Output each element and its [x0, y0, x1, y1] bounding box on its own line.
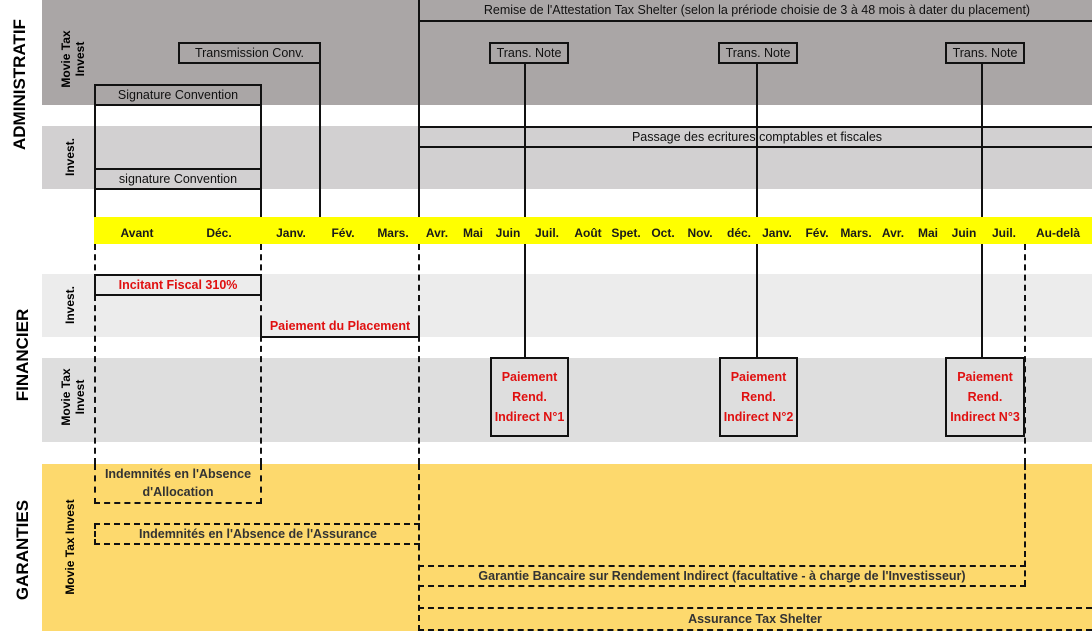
- paiement-rend-box-2: Paiement Rend. Indirect N°2: [719, 357, 798, 437]
- section-administratif: ADMINISTRATIF: [10, 19, 29, 150]
- trans-note-text: Trans. Note: [725, 46, 791, 60]
- signature-convention-inv-box: signature Convention: [94, 168, 262, 190]
- timeline-tick-label: Oct.: [651, 226, 675, 240]
- timeline-tick-label: Déc.: [206, 226, 232, 240]
- trans-note-text: Trans. Note: [496, 46, 562, 60]
- signature-line-right: [260, 104, 262, 217]
- rend-line-b: Rend.: [512, 390, 547, 404]
- timeline-tick-label: Mai: [462, 226, 483, 240]
- assurance-absence-text: Indemnités en l'Absence de l'Assurance: [139, 527, 377, 541]
- remise-attestation-text: Remise de l'Attestation Tax Shelter (sel…: [483, 3, 1031, 17]
- row-label-text: Movie Tax Invest: [59, 30, 87, 88]
- timeline-tick-label: déc.: [726, 226, 751, 240]
- rend-line-a: Paiement: [957, 370, 1013, 384]
- allocation-line-b: d'Allocation: [142, 485, 214, 499]
- row-label-text: Movie Tax Invest: [59, 368, 87, 426]
- timeline-tick-label: Au-delà: [1035, 226, 1080, 240]
- transmission-conv-box: Transmission Conv.: [178, 42, 321, 64]
- indemnites-allocation-box: Indemnités en l'Absence d'Allocation: [94, 464, 262, 504]
- section-financier: FINANCIER: [13, 308, 32, 402]
- rend-line-3: [981, 244, 983, 358]
- garantie-bancaire-box: Garantie Bancaire sur Rendement Indirect…: [418, 565, 1026, 587]
- signature-line-left: [94, 104, 96, 217]
- signature-convention-text: signature Convention: [118, 172, 238, 186]
- row-label-gar-movie: Movie Tax Invest: [63, 499, 77, 595]
- band-garanties: [42, 464, 1092, 631]
- row-label-fin-invest: Invest.: [63, 286, 77, 325]
- band-fin-invest: [42, 274, 1092, 337]
- timeline-tick-label: Juil.: [534, 226, 559, 240]
- timeline-tick-label: Mai: [917, 226, 938, 240]
- timeline-tick-label: Juin: [951, 226, 977, 240]
- dashed-line-juil-gar: [1024, 464, 1026, 586]
- timeline-tick-label: Juil.: [991, 226, 1016, 240]
- incitant-fiscal-box: Incitant Fiscal 310%: [94, 274, 262, 296]
- band-admin-invest: [42, 126, 1092, 189]
- rend-line-c: Indirect N°1: [494, 410, 565, 424]
- allocation-line-a: Indemnités en l'Absence: [104, 467, 252, 481]
- trans-note-line-1: [524, 62, 526, 217]
- timeline-tick-label: Fév.: [805, 226, 829, 240]
- paiement-placement-box: Paiement du Placement: [260, 316, 420, 338]
- section-garanties: GARANTIES: [13, 499, 32, 601]
- timeline-tick-label: Spet.: [611, 226, 641, 240]
- trans-note-box-2: Trans. Note: [718, 42, 798, 64]
- transmission-conv-text: Transmission Conv.: [194, 46, 305, 60]
- trans-note-box-1: Trans. Note: [489, 42, 569, 64]
- row-label-admin-invest: Invest.: [63, 138, 77, 177]
- timeline-tick-label: Nov.: [687, 226, 713, 240]
- timeline-tick-label: Avant: [120, 226, 154, 240]
- timeline-tick-label: Juin: [495, 226, 521, 240]
- rend-line-c: Indirect N°2: [723, 410, 794, 424]
- timeline-tick-label: Janv.: [762, 226, 792, 240]
- trans-note-line-3: [981, 62, 983, 217]
- signature-convention-mti-box: Signature Convention: [94, 84, 262, 106]
- dashed-line-avant: [94, 244, 96, 464]
- passage-ecritures-box: Passage des ecritures comptables et fisc…: [418, 126, 1092, 148]
- incitant-fiscal-text: Incitant Fiscal 310%: [118, 278, 238, 292]
- timeline-tick-label: Avr.: [881, 226, 905, 240]
- incitant-underline: [94, 294, 262, 296]
- dashed-line-mars: [418, 244, 420, 464]
- rend-line-1: [524, 244, 526, 358]
- signature-convention-text: Signature Convention: [117, 88, 239, 102]
- rend-line-2: [756, 244, 758, 358]
- transmission-line: [319, 62, 321, 217]
- timeline-tick-label: Mars.: [377, 226, 409, 240]
- assurance-tax-shelter-box: Assurance Tax Shelter: [418, 607, 1092, 631]
- rend-line-b: Rend.: [741, 390, 776, 404]
- paiement-rend-box-3: Paiement Rend. Indirect N°3: [945, 357, 1025, 437]
- timeline-bar: [94, 217, 1092, 244]
- timeline-tick-label: Mars.: [840, 226, 872, 240]
- assurance-tax-shelter-text: Assurance Tax Shelter: [688, 612, 822, 626]
- row-label-fin-movie: Movie Tax Invest: [59, 362, 87, 432]
- timeline-tick-label: Janv.: [276, 226, 306, 240]
- dashed-line-juil: [1024, 244, 1026, 464]
- paiement-rend-box-1: Paiement Rend. Indirect N°1: [490, 357, 569, 437]
- garantie-bancaire-text: Garantie Bancaire sur Rendement Indirect…: [478, 569, 966, 583]
- trans-note-line-2: [756, 62, 758, 217]
- row-label-admin-movie: Movie Tax Invest: [59, 24, 87, 94]
- rend-line-a: Paiement: [730, 370, 787, 384]
- timeline-tick-label: Août: [574, 226, 602, 240]
- dashed-line-mars-gar: [418, 464, 420, 631]
- trans-note-text: Trans. Note: [952, 46, 1018, 60]
- remise-line-left: [418, 20, 420, 217]
- timeline-tick-label: Avr.: [425, 226, 449, 240]
- remise-attestation-box: Remise de l'Attestation Tax Shelter (sel…: [418, 0, 1092, 22]
- trans-note-box-3: Trans. Note: [945, 42, 1025, 64]
- timeline-tick-label: Fév.: [331, 226, 355, 240]
- paiement-placement-text: Paiement du Placement: [269, 319, 411, 333]
- rend-line-a: Paiement: [501, 370, 558, 384]
- rend-line-b: Rend.: [967, 390, 1003, 404]
- rend-line-c: Indirect N°3: [950, 410, 1020, 424]
- indemnites-assurance-box: Indemnités en l'Absence de l'Assurance: [94, 523, 420, 545]
- dashed-line-dec: [260, 244, 262, 464]
